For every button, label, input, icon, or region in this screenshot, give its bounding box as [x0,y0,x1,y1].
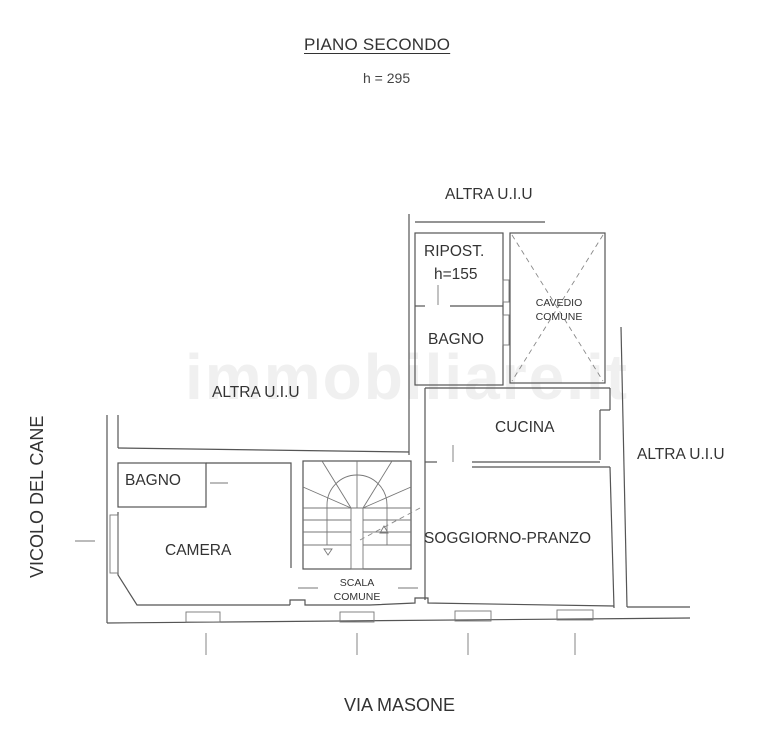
stair-core [350,507,364,570]
wall [117,447,410,453]
stair-up-arrow-icon [379,525,389,534]
window [502,279,510,303]
stair-arc [326,474,388,545]
axis-marks [205,633,576,655]
window-left [109,514,119,574]
neighbor-top-label: ALTRA U.I.U [445,186,533,203]
wall-right-boundary [620,326,628,608]
stair-line [321,460,352,509]
page-title: PIANO SECONDO [304,35,451,54]
room-bagno-lower: BAGNO [125,472,181,489]
stair-down-arrow-icon [323,548,333,556]
stair-line [302,486,352,509]
room-cucina: CUCINA [495,419,555,436]
wall-soggiorno-right [609,466,615,609]
wall-ripost-bagno [414,232,504,386]
room-scala-comune: SCALA COMUNE [327,576,387,604]
scala-label-1: SCALA [339,577,375,589]
scala-label-2: COMUNE [333,591,381,603]
room-soggiorno-pranzo: SOGGIORNO-PRANZO [424,530,592,547]
stair-line [362,460,393,509]
room-ripostiglio-height: h=155 [434,266,478,283]
facade-windows [185,609,594,623]
cavedio-diagonal [511,234,604,382]
wall-bagno-lower [117,462,207,508]
wall-camera [206,462,292,568]
cavedio-label-2: COMUNE [535,311,583,323]
neighbor-right-label: ALTRA U.I.U [637,446,725,463]
wall-cavedio [509,232,606,384]
stair-line [362,486,412,509]
street-vicolo-del-cane: VICOLO DEL CANE [27,415,47,578]
floor-height: h = 295 [363,70,411,86]
room-ripostiglio: RIPOST. [424,243,485,260]
room-cavedio: CAVEDIO COMUNE [530,296,588,324]
watermark: immobiliare.it [185,341,630,413]
street-via-masone: VIA MASONE [344,695,456,715]
room-bagno-upper: BAGNO [428,331,484,348]
window [502,314,510,346]
cavedio-label-1: CAVEDIO [535,297,583,309]
wall-facade-inner [289,597,615,607]
neighbor-left-label: ALTRA U.I.U [212,384,300,401]
cavedio-diagonal [511,234,604,382]
room-camera: CAMERA [165,542,232,559]
stair-cut-line [359,507,421,541]
